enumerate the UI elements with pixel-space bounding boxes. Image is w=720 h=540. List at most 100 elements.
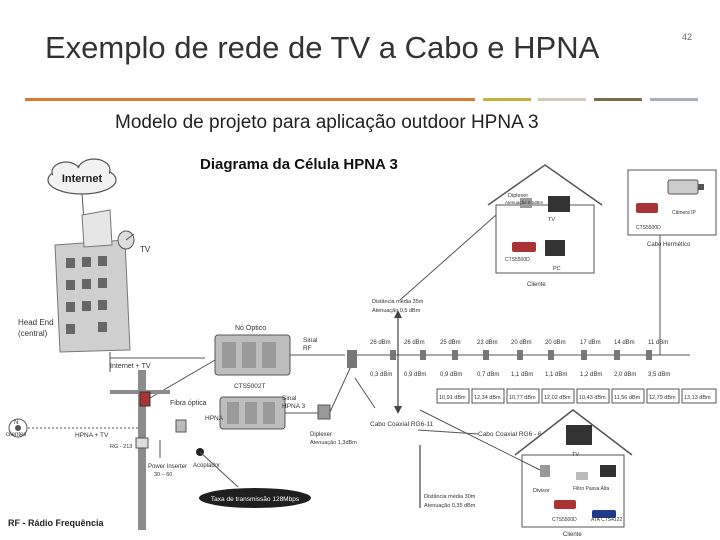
row2-cell: 1,1 dBm (511, 372, 533, 378)
slide-title: Exemplo de rede de TV a Cabo e HPNA (45, 30, 600, 65)
page-number: 42 (682, 32, 693, 42)
cabo-rg11-label: Cabo Coaxial RG6-11 (370, 421, 433, 428)
tx-rate-label: Taxa de transmissão 128Mbps (211, 496, 300, 503)
sinal-hpna-label-a: Sinal (282, 395, 297, 402)
row3-cell: 12,02 dBm (544, 395, 571, 401)
accent-bar-3 (538, 98, 586, 101)
row3-cell: 12,79 dBm (649, 395, 676, 401)
row3-cell: 10,91 dBm (439, 395, 466, 401)
ip-camera-icon (667, 179, 704, 195)
power-sub-label: 30 – 60 (154, 472, 172, 478)
row3-cell: 11,56 dBm (614, 395, 641, 401)
camera-label: Câmera IP (672, 210, 697, 216)
antenna-icon (8, 418, 28, 438)
cts-house-label: CTS5500D (505, 257, 530, 263)
internet-label: Internet (62, 173, 103, 185)
dbm-row-1: 26 dBm 26 dBm 25 dBm 23 dBm 20 dBm 20 dB… (370, 340, 668, 346)
ata-label: ATA CTS4122 (591, 517, 622, 523)
row2-cell: 0,9 dBm (440, 372, 462, 378)
row3-cell: 10,43 dBm (579, 395, 606, 401)
cliente-top-label: Cliente (527, 282, 546, 288)
dist-bot-b: Atenuação 0,35 dBm (424, 503, 476, 509)
slide-subtitle: Modelo de projeto para aplicação outdoor… (115, 112, 539, 133)
row2-cell: 1,2 dBm (580, 372, 602, 378)
rg-label: RG - 213 (110, 444, 132, 450)
sinal-rf-label-a: Sinal (303, 337, 318, 344)
row2-cell: 0,3 dBm (370, 372, 392, 378)
diagram-title: Diagrama da Célula HPNA 3 (200, 156, 398, 173)
row3-cell: 10,77 dBm (509, 395, 536, 401)
power-inserter-label: Power Inserter (148, 464, 187, 470)
top-client-link (399, 214, 497, 301)
row2-cell: 3,5 dBm (648, 372, 670, 378)
filtro-label: Filtro Passa Alta (573, 486, 609, 492)
diplexer-label: Diplexer (310, 432, 332, 438)
head-end-building-icon (54, 209, 131, 353)
head-end-sub-label: (central) (18, 329, 48, 338)
row2-cell: 0,7 dBm (477, 372, 499, 378)
satellite-dish-icon (117, 230, 135, 250)
clientes-label-b: clientes (6, 432, 26, 438)
row1-cell: 26 dBm (370, 340, 391, 346)
camera-cts-label: CTS5500D (636, 225, 661, 231)
dbm-row-2: 0,3 dBm 0,9 dBm 0,9 dBm 0,7 dBm 1,1 dBm … (370, 372, 670, 378)
hpna-tv-label: HPNA + TV (75, 432, 109, 439)
row2-cell: 2,0 dBm (614, 372, 636, 378)
splitters-row (347, 350, 652, 368)
row1-cell: 25 dBm (440, 340, 461, 346)
row2-cell: 1,1 dBm (545, 372, 567, 378)
tv-house2-label: TV (572, 452, 579, 458)
dist-top-b: Atenuação 0,5 dBm (372, 308, 421, 314)
rg6-link (417, 429, 479, 435)
dist-top-a: Distância média 35m (372, 299, 424, 305)
row1-cell: 20 dBm (545, 340, 566, 346)
accent-bar-5 (650, 98, 698, 101)
tx-rate-badge (199, 488, 311, 508)
row1-cell: 23 dBm (477, 340, 498, 346)
accent-bar-4 (594, 98, 642, 101)
diplexer-house-sub: Atenuação 0,5dBm (505, 200, 544, 205)
row1-cell: 11 dBm (648, 340, 668, 346)
hpna-unit-icon (219, 396, 286, 430)
acoplador-label: Acoplador (193, 463, 220, 469)
sinal-rf-label-b: RF (303, 345, 312, 352)
diplexer-link (329, 363, 353, 413)
head-end-label: Head End (18, 318, 54, 327)
pc-house-label: PC (553, 266, 561, 272)
diplexer-house-label: Diplexer (508, 193, 528, 199)
tv-house-label: TV (548, 217, 555, 223)
bottom-client-house-icon (514, 409, 633, 528)
pole-diplexer-icon (175, 419, 187, 433)
arrow-down-icon (394, 406, 402, 414)
row1-cell: 20 dBm (511, 340, 532, 346)
row1-cell: 14 dBm (614, 340, 635, 346)
top-client-house-icon (487, 164, 603, 274)
dist-bot-a: Distância média 30m (424, 494, 476, 500)
optical-node-icon (214, 334, 291, 376)
arrow-up-icon (394, 310, 402, 318)
cabo-rg6-label: Cabo Coaxial RG6 - 6 (478, 431, 542, 438)
cts-house2-label: CTS5500D (552, 517, 577, 523)
dbm-row-3: 10,91 dBm 12,34 dBm 10,77 dBm 12,02 dBm … (436, 388, 717, 404)
accent-bar-2 (483, 98, 531, 101)
fibra-label: Fibra óptica (170, 400, 207, 407)
bottom-client-link (419, 409, 541, 471)
bus-branch (354, 377, 376, 409)
row2-cell: 0,9 dBm (404, 372, 426, 378)
cabo-hermetico-label: Cabo Hermético (647, 242, 691, 248)
accent-bar-1 (25, 98, 475, 101)
pole-box-icon (139, 391, 151, 407)
camera-cts-device (636, 203, 658, 213)
internet-tv-label: Internet + TV (110, 363, 151, 370)
divisor-label: Divisor (533, 488, 550, 494)
cliente-bot-label: Cliente (563, 532, 582, 538)
diplexer-sub-label: Atenuação 1,3dBm (310, 440, 357, 446)
acoplador-link (199, 451, 239, 488)
tv-label: TV (140, 245, 151, 254)
cts-node-label: CTS5002T (234, 383, 265, 390)
row1-cell: 26 dBm (404, 340, 425, 346)
sinal-hpna-label-b: HPNA 3 (282, 403, 306, 410)
row1-cell: 17 dBm (580, 340, 601, 346)
rf-note: RF - Rádio Frequência (8, 518, 105, 528)
